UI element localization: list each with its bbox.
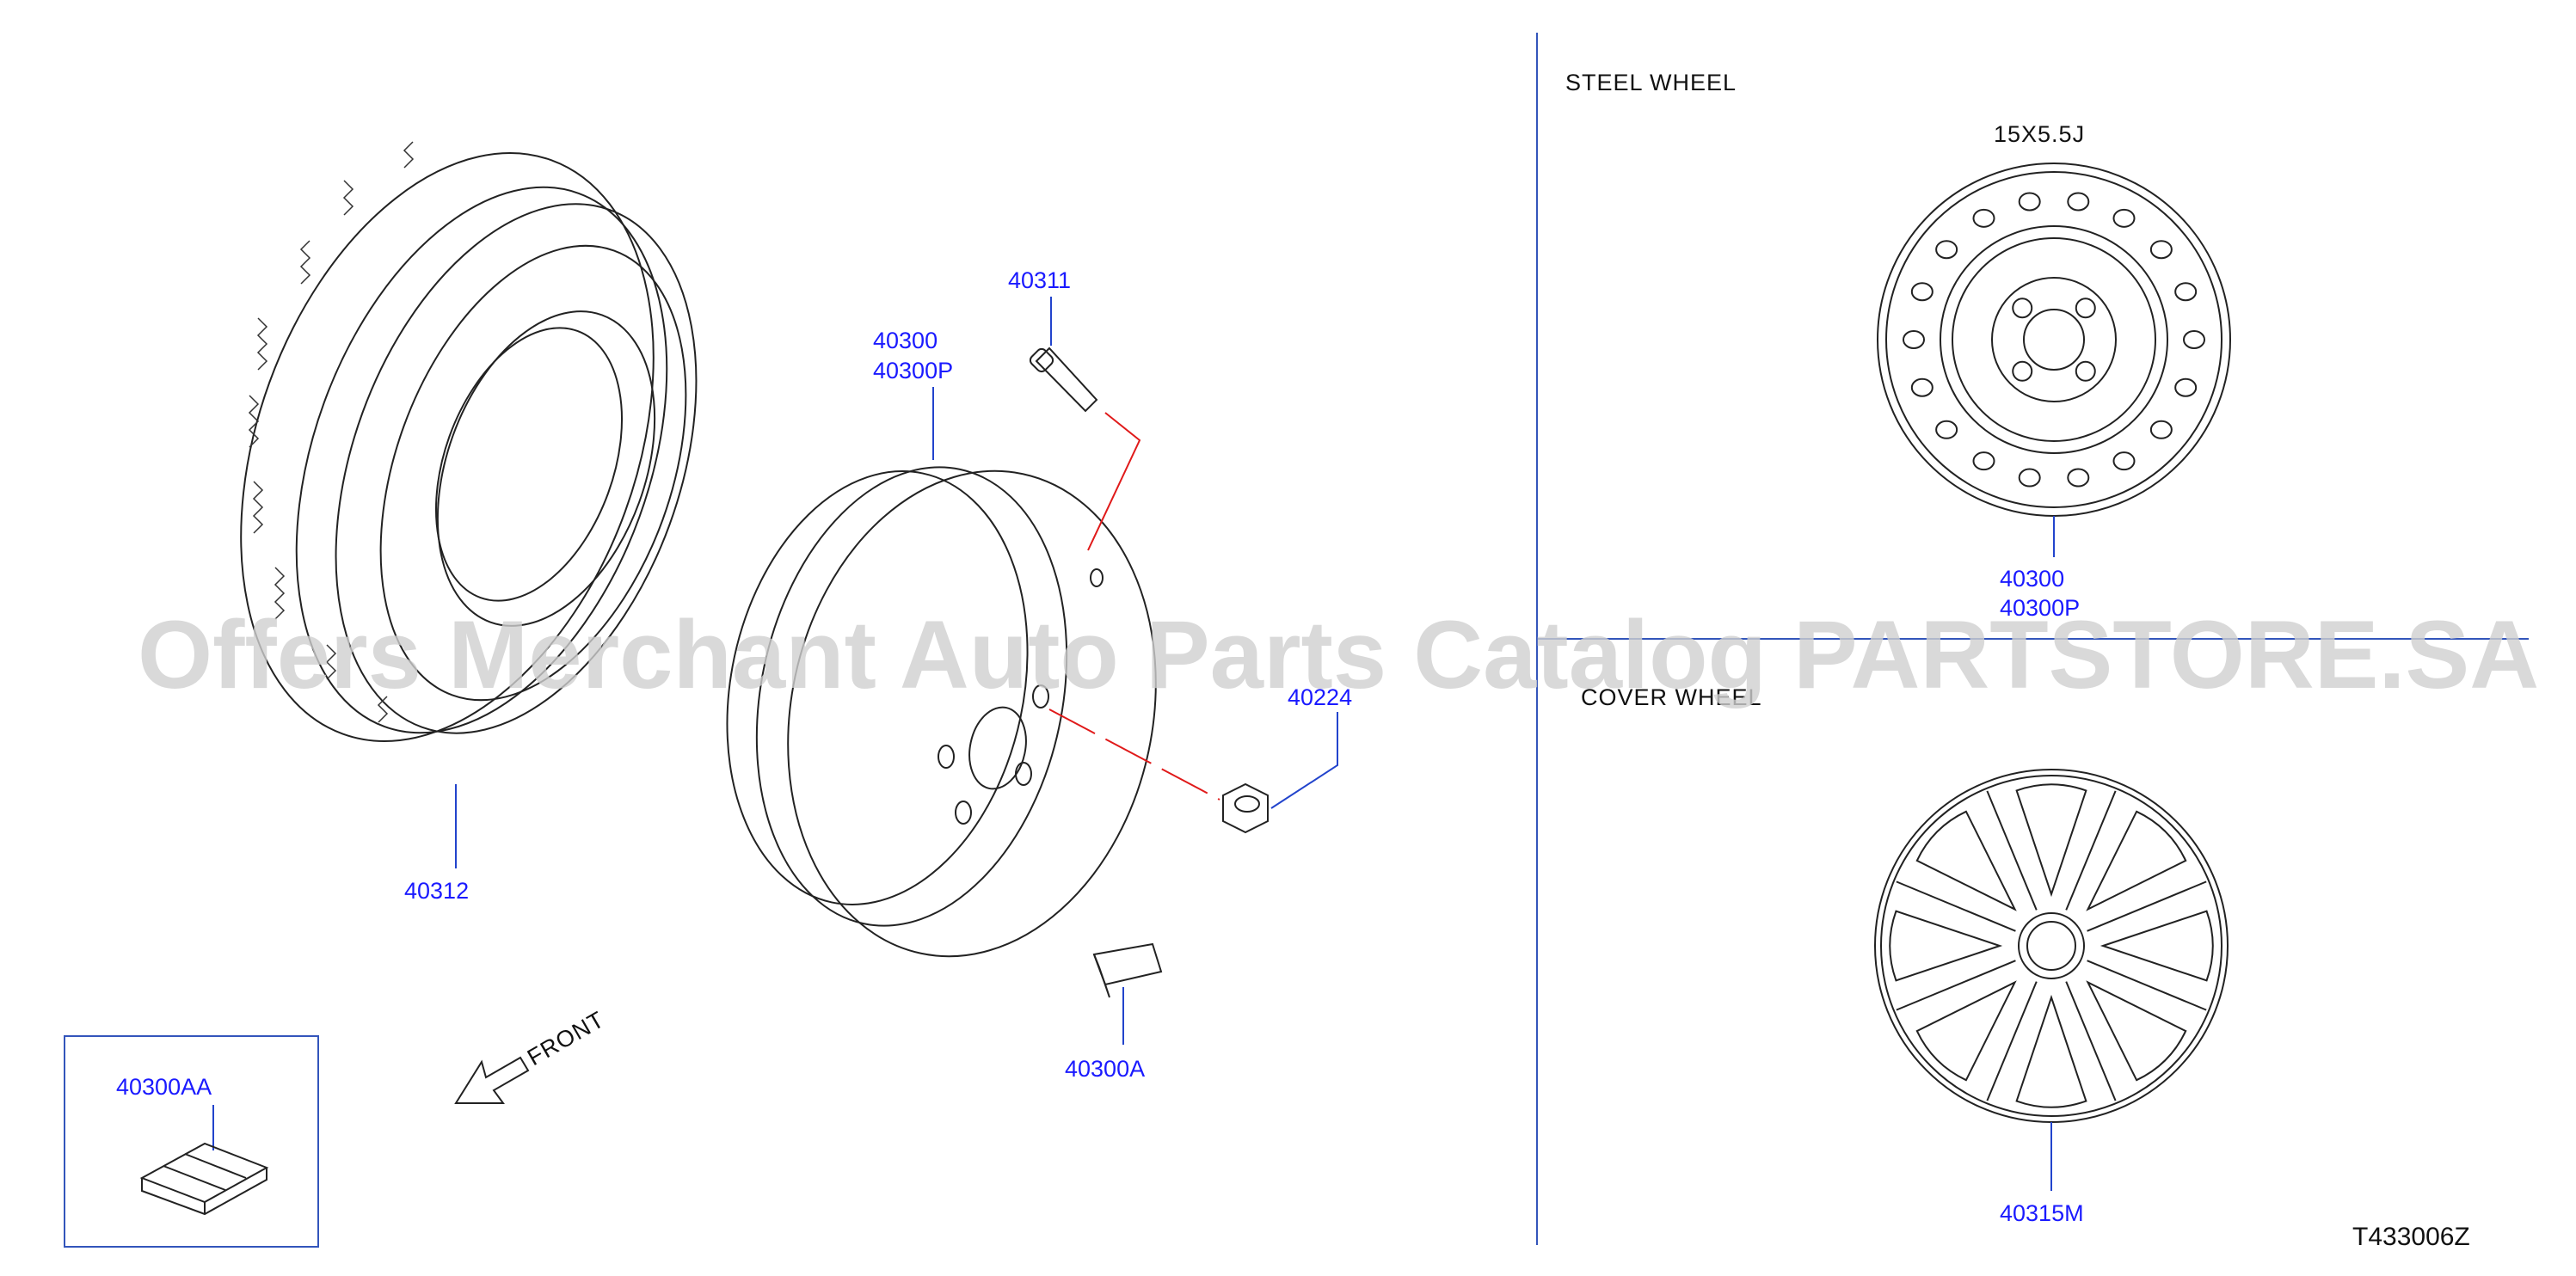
vent-hole <box>2067 192 2090 212</box>
front-arrow-icon <box>454 1056 530 1104</box>
wheel-part-number-alt[interactable]: 40300P <box>873 358 953 383</box>
vent-hole <box>2112 208 2136 228</box>
steel-wheel-part-number[interactable]: 40300 <box>2000 566 2064 592</box>
vent-hole <box>2149 420 2173 439</box>
watermark-text: Offers Merchant Auto Parts Catalog PARTS… <box>138 601 2539 709</box>
lug-hole <box>2075 298 2096 319</box>
cover-rib <box>1896 960 2016 1011</box>
vent-hole <box>1903 330 1925 349</box>
steel-wheel-part-number-alt[interactable]: 40300P <box>2000 595 2080 621</box>
vent-hole <box>2183 330 2205 349</box>
vent-hole <box>2018 468 2041 488</box>
vent-hole <box>2067 468 2090 488</box>
vent-hole <box>2149 240 2173 260</box>
nut-part-number[interactable]: 40224 <box>1288 684 1352 710</box>
wheel-part-number[interactable]: 40300 <box>873 328 938 353</box>
wheel-weight-drawing[interactable] <box>1092 942 1163 998</box>
cover-rib <box>2087 880 2207 932</box>
vent-hole <box>1935 240 1958 260</box>
valve-drawing[interactable] <box>1028 347 1098 413</box>
vent-hole <box>1972 208 1995 228</box>
steel-wheel-size: 15X5.5J <box>1994 121 2085 147</box>
valve-dash-line <box>1087 412 1141 551</box>
diagram-code: T433006Z <box>2352 1223 2470 1251</box>
vent-hole <box>2112 451 2136 471</box>
valve-part-number[interactable]: 40311 <box>1008 267 1071 293</box>
nut-dash-line <box>1048 709 1220 801</box>
steel-wheel-drawing[interactable] <box>1877 163 2231 517</box>
cover-spoke <box>2086 980 2187 1082</box>
balance-weight-box <box>64 1035 319 1248</box>
weight-part-number[interactable]: 40300A <box>1065 1056 1145 1082</box>
cover-spoke <box>2015 783 2087 898</box>
lug-hole <box>2012 360 2033 382</box>
cover-rib <box>2087 960 2207 1011</box>
cover-rib <box>2065 790 2117 911</box>
cover-rib <box>1986 790 2038 911</box>
wheel-rim-drawing[interactable] <box>689 437 1200 991</box>
cover-wheel-title: COVER WHEEL <box>1581 684 1762 710</box>
cover-spoke <box>1915 810 2017 911</box>
cover-spoke <box>2015 994 2087 1108</box>
tire-drawing[interactable] <box>165 95 764 799</box>
vent-hole <box>1935 420 1958 439</box>
vent-hole <box>1910 282 1934 302</box>
lug-hole <box>2075 360 2096 382</box>
balance-weight-part-number[interactable]: 40300AA <box>116 1074 212 1100</box>
front-label: FRONT <box>523 1006 609 1070</box>
cover-rib <box>1986 981 2038 1101</box>
cover-spoke <box>1889 910 2003 982</box>
wheel-cover-part-number[interactable]: 40315M <box>2000 1200 2084 1226</box>
cover-rib <box>1896 880 2016 932</box>
cover-spoke <box>1915 980 2017 1082</box>
vent-hole <box>2018 192 2041 212</box>
nut-leader <box>1270 712 1338 809</box>
lug-hole <box>2012 298 2033 319</box>
cover-rib <box>2065 981 2117 1101</box>
vent-hole <box>1910 377 1934 397</box>
cover-spoke <box>2100 910 2214 982</box>
tire-part-number[interactable]: 40312 <box>404 878 469 904</box>
vent-hole <box>2174 377 2198 397</box>
cover-spoke <box>2086 810 2187 911</box>
vent-hole <box>1972 451 1995 471</box>
wheel-nut-drawing[interactable] <box>1222 782 1269 834</box>
vent-hole <box>2174 282 2198 302</box>
balance-weight-drawing[interactable] <box>139 1142 269 1216</box>
steel-wheel-title: STEEL WHEEL <box>1565 70 1737 95</box>
wheel-cover-drawing[interactable] <box>1874 769 2229 1123</box>
